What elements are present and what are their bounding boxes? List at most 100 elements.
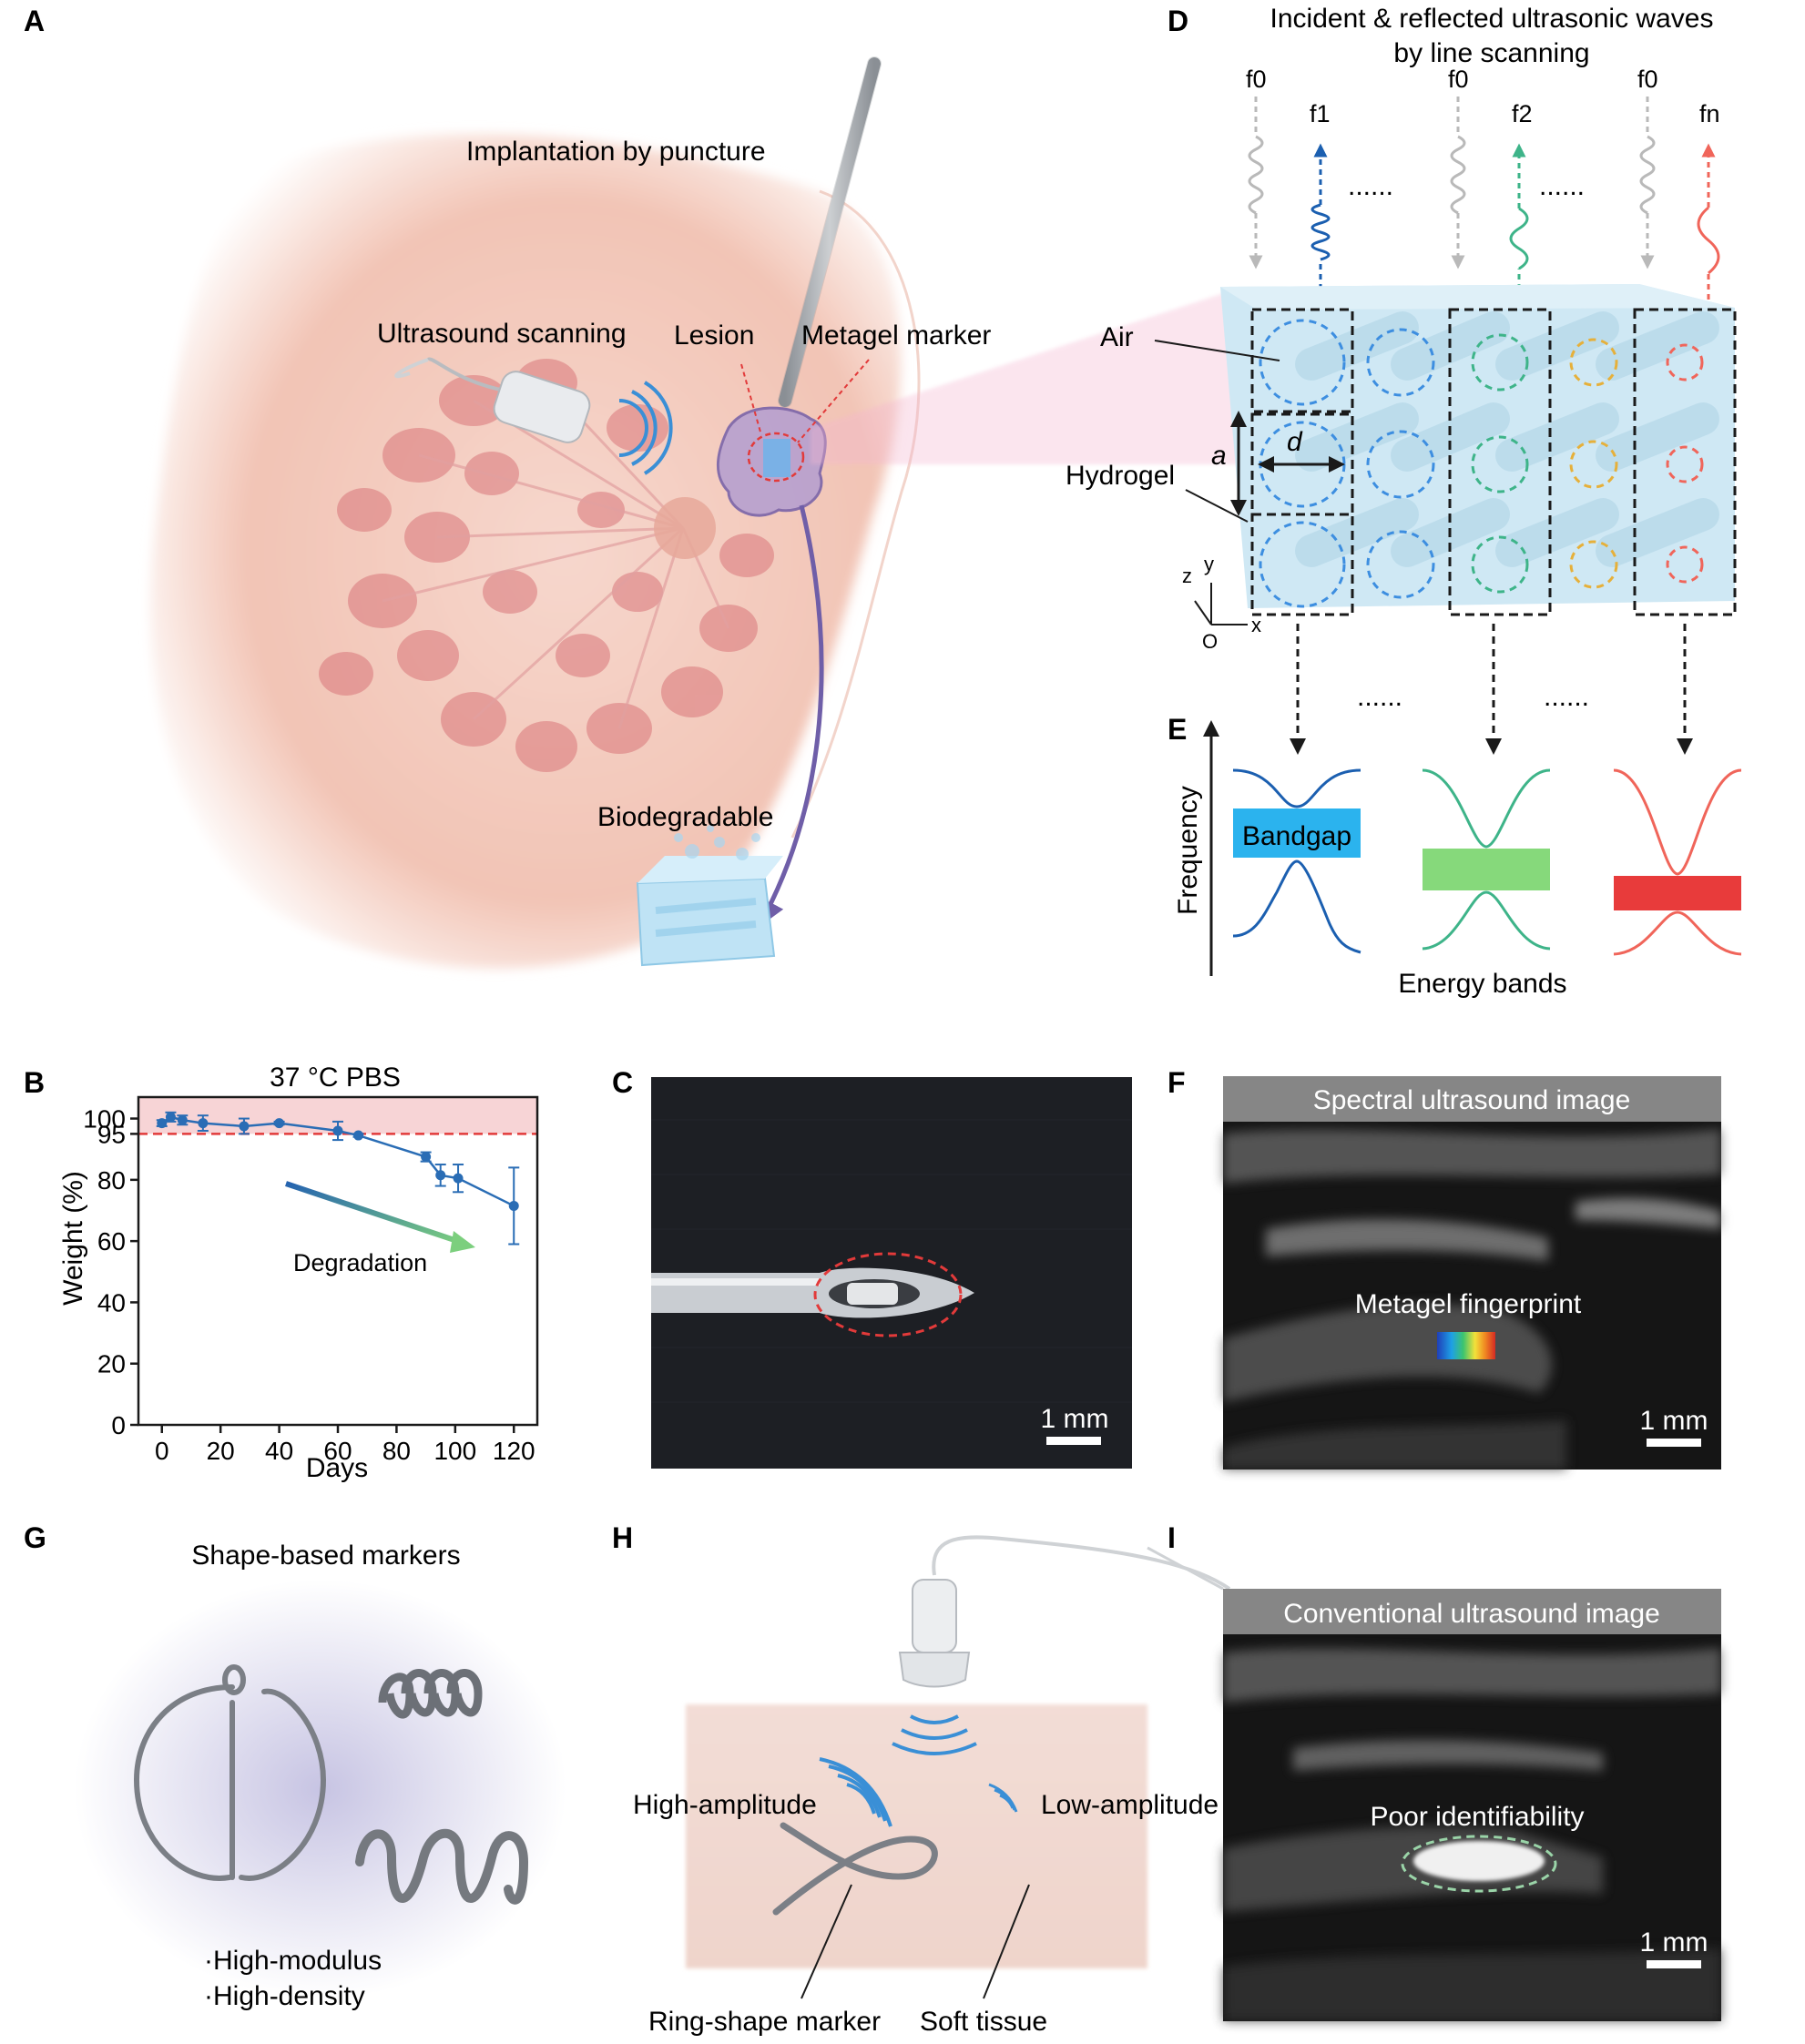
x-tick-label: 120 xyxy=(493,1437,535,1465)
e-ylabel: Frequency xyxy=(1173,786,1203,915)
panel-g-letter: G xyxy=(24,1521,46,1554)
metagel-block xyxy=(1220,284,1737,616)
panel-c-letter: C xyxy=(612,1066,633,1099)
label-soft-tissue: Soft tissue xyxy=(920,2007,1047,2037)
panel-c: C 1 mm xyxy=(612,1066,1132,1469)
metagel-marker-in-lesion xyxy=(763,439,790,477)
x-tick-label: 60 xyxy=(323,1437,352,1465)
axis-y: y xyxy=(1204,553,1214,575)
label-poor-identifiability: Poor identifiability xyxy=(1370,1802,1584,1832)
y-tick-label: 0 xyxy=(111,1411,126,1439)
g-bullet-2: ·High-density xyxy=(204,1981,365,2011)
panel-i-letter: I xyxy=(1168,1521,1176,1554)
nipple xyxy=(654,497,716,559)
label-lesion: Lesion xyxy=(674,320,754,351)
scale-bar-i xyxy=(1647,1960,1701,1968)
dots-2: ...... xyxy=(1539,171,1585,201)
energy-band-1 xyxy=(1232,768,1361,954)
label-degradation: Degradation xyxy=(293,1249,427,1276)
panel-d-title-2: by line scanning xyxy=(1393,38,1589,68)
y-tick-label: 20 xyxy=(97,1350,126,1378)
label-air: Air xyxy=(1100,322,1134,352)
panel-g: G Shape-based markers ·High-modulus ·Hig… xyxy=(24,1521,566,2011)
label-f1: f1 xyxy=(1310,100,1331,127)
label-f2: f2 xyxy=(1512,100,1533,127)
panel-d: D Incident & reflected ultrasonic waves … xyxy=(1066,4,1737,755)
reflected-wave-fn xyxy=(1697,143,1720,310)
x-tick-label: 40 xyxy=(265,1437,293,1465)
label-f0-2: f0 xyxy=(1448,66,1469,93)
scale-bar-f xyxy=(1647,1439,1701,1447)
chart-ylabel: Weight (%) xyxy=(58,1171,88,1306)
scale-text-f: 1 mm xyxy=(1640,1406,1708,1436)
data-point xyxy=(435,1170,446,1181)
y-tick-label: 95 xyxy=(97,1120,126,1148)
fingerprint-colorbar xyxy=(1437,1332,1495,1359)
x-tick-label: 20 xyxy=(207,1437,235,1465)
panel-f-letter: F xyxy=(1168,1066,1186,1099)
label-bandgap: Bandgap xyxy=(1242,821,1351,851)
coordinate-axes xyxy=(1194,583,1248,625)
panel-a-letter: A xyxy=(24,5,45,37)
scale-text-i: 1 mm xyxy=(1640,1927,1708,1958)
incident-waves xyxy=(1248,97,1656,269)
low-amplitude-wave xyxy=(988,1783,1018,1813)
label-energy-bands: Energy bands xyxy=(1398,969,1566,999)
ultrasound-probe xyxy=(394,357,673,475)
f-title: Spectral ultrasound image xyxy=(1313,1085,1631,1115)
high-amplitude-wave xyxy=(819,1757,892,1827)
bandgap-2 xyxy=(1423,849,1550,890)
degraded-metagel-block xyxy=(636,825,783,967)
panel-a: A xyxy=(24,5,1248,969)
y-tick-label: 80 xyxy=(97,1166,126,1195)
data-point xyxy=(332,1125,343,1136)
panel-d-title-1: Incident & reflected ultrasonic waves xyxy=(1270,4,1714,34)
panel-e-letter: E xyxy=(1168,713,1187,746)
y-tick-label: 100 xyxy=(83,1105,126,1134)
y-tick-label: 40 xyxy=(97,1288,126,1317)
anchor-marker xyxy=(133,1664,327,1881)
label-biodegradable: Biodegradable xyxy=(597,802,774,832)
axis-x: x xyxy=(1251,614,1261,636)
label-metagel-marker: Metagel marker xyxy=(801,320,991,351)
degradation-path-arrow xyxy=(759,504,824,928)
data-point xyxy=(353,1130,364,1141)
label-implantation: Implantation by puncture xyxy=(466,137,766,167)
label-a: a xyxy=(1211,441,1227,471)
panel-h-letter: H xyxy=(612,1521,633,1554)
data-point xyxy=(198,1118,209,1129)
bandgap-3 xyxy=(1614,876,1741,910)
breast-illustration xyxy=(150,134,902,969)
ultrasound-probe-h xyxy=(898,1579,971,1688)
label-hydrogel: Hydrogel xyxy=(1066,461,1175,491)
chart-title: 37 °C PBS xyxy=(270,1063,401,1093)
axis-o: O xyxy=(1202,630,1218,653)
data-point xyxy=(274,1118,285,1129)
degradation-arrow xyxy=(285,1181,464,1246)
poor-id-outline xyxy=(1401,1835,1557,1893)
label-ring-shape: Ring-shape marker xyxy=(648,2007,881,2037)
coil-marker-small xyxy=(378,1669,483,1719)
reflected-wave-f1 xyxy=(1310,143,1331,310)
y-tick-label: 60 xyxy=(97,1227,126,1256)
panel-b-letter: B xyxy=(24,1066,45,1099)
data-point xyxy=(239,1121,250,1132)
spiral-marker xyxy=(355,1828,529,1905)
label-fn: fn xyxy=(1699,100,1720,127)
energy-band-2 xyxy=(1422,768,1551,951)
label-fingerprint: Metagel fingerprint xyxy=(1355,1289,1582,1319)
dots-4: ...... xyxy=(1544,682,1589,712)
label-f0-3: f0 xyxy=(1637,66,1658,93)
axis-z: z xyxy=(1182,564,1192,587)
i-title: Conventional ultrasound image xyxy=(1283,1599,1660,1629)
data-point xyxy=(421,1152,432,1163)
metagel-on-needle xyxy=(847,1283,898,1305)
chart-xlabel: Days xyxy=(306,1453,368,1483)
g-bullet-1: ·High-modulus xyxy=(204,1946,382,1976)
data-point xyxy=(157,1118,168,1129)
label-f0-1: f0 xyxy=(1246,66,1267,93)
g-title: Shape-based markers xyxy=(191,1541,460,1571)
data-point xyxy=(453,1173,464,1184)
